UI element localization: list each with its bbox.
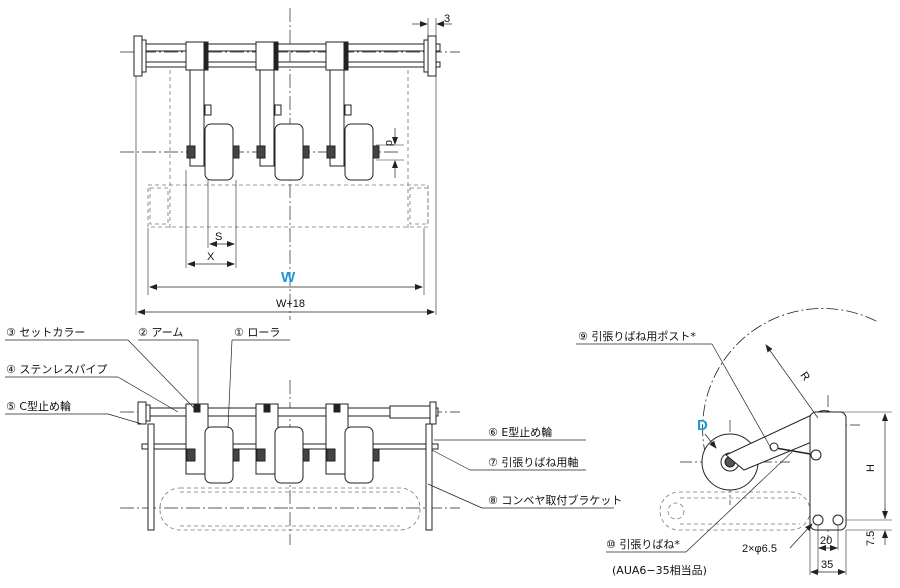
dim-hole: 2×φ6.5 (742, 543, 777, 555)
dim-gap: 3 (444, 13, 450, 25)
callout-arm: ② アーム (138, 326, 183, 339)
callout-stainless-pipe: ④ ステンレスパイプ (6, 363, 107, 376)
callout-c-ring: ⑤ C型止め輪 (6, 399, 71, 413)
front-roller-3 (344, 426, 374, 484)
dim-s: S (215, 231, 222, 243)
arm-2 (255, 41, 282, 167)
callout-roller: ① ローラ (234, 326, 280, 339)
callout-e-ring: ⑥ E型止め輪 (488, 425, 552, 439)
dim-7-5: 7.5 (865, 531, 877, 546)
dim-w: W (281, 269, 296, 286)
dim-d: d (383, 140, 395, 146)
dim-H: H (865, 464, 877, 472)
roller-3 (344, 123, 374, 181)
dim-w-total: W+18 (276, 298, 305, 310)
dim-20: 20 (820, 535, 832, 547)
callout-set-collar: ③ セットカラー (6, 326, 85, 339)
dim-35: 35 (821, 559, 833, 571)
roller-2 (274, 123, 304, 181)
dim-x: X (207, 251, 215, 263)
front-roller-2 (274, 426, 304, 484)
callout-mount-bracket: ⑧ コンベヤ取付ブラケット (488, 493, 622, 507)
roller-1 (204, 123, 234, 181)
arm-1 (185, 41, 212, 167)
callout-spring-shaft: ⑦ 引張りばね用軸 (488, 455, 578, 469)
callout-spring-post: ⑨ 引張りばね用ポスト* (578, 329, 696, 343)
dim-D: D (697, 417, 708, 434)
side-leaders (576, 343, 793, 553)
arm-3 (325, 41, 352, 167)
front-leaders (5, 339, 614, 509)
callout-spring: ⑩ 引張りばね* (606, 537, 680, 551)
top-view (120, 8, 460, 320)
dim-R: R (798, 370, 812, 383)
front-view (120, 380, 460, 545)
front-roller-1 (204, 426, 234, 484)
side-view (659, 308, 892, 575)
spring-equivalent-note: (AUA6−35相当品) (612, 563, 707, 577)
